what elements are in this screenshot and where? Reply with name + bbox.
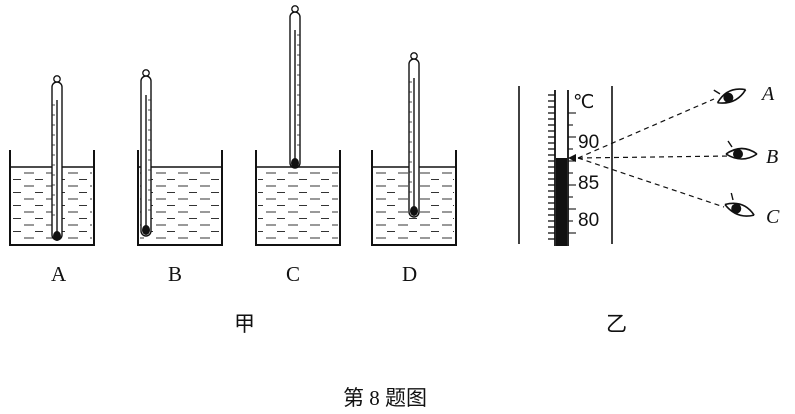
sight-line-c [577,157,725,208]
magnified-thermometer [548,90,576,246]
sight-line-b [577,155,731,159]
thermometer-b [140,69,152,237]
sight-line-a [577,98,715,159]
setup-label-b: B [168,262,182,286]
beaker-wall-b [137,150,223,246]
eye-c-icon [724,192,755,217]
liquid-level-marker [568,154,576,162]
setup-label-a: A [51,262,67,286]
beaker-b [137,150,223,246]
beaker-wall-c [255,150,341,246]
bulb-c [291,158,299,168]
sight-lines [577,98,731,208]
setup-label-c: C [286,262,300,286]
eye-label-a: A [760,83,775,105]
eye-b-icon [725,140,758,160]
beaker-c [255,150,341,246]
panel-label-yi: 乙 [606,312,627,336]
water-c [258,168,338,243]
eye-label-b: B [766,146,778,168]
bulb-b [142,225,150,235]
liquid-column [556,158,567,246]
scale-label-85: 85 [578,173,599,194]
thermometer-c [289,5,301,169]
unit-label: ℃ [573,92,594,113]
panel-yi: ℃ 90 85 80 A B C [518,83,780,336]
thermometer-d [408,52,420,218]
setup-label-d: D [402,262,417,286]
panel-jia: A B C D 甲 [9,5,457,336]
figure-caption: 第 8 题图 [343,386,427,410]
bulb-d [410,206,418,216]
water-b [140,168,220,243]
scale-label-80: 80 [578,210,599,231]
scale-label-90: 90 [578,132,599,153]
eye-a-icon [713,88,747,104]
thermometer-a [51,75,63,241]
panel-label-jia: 甲 [234,312,255,336]
bulb-a [53,231,61,241]
eye-label-c: C [766,206,780,228]
beaker-wall-a [9,150,95,246]
beaker-wall-d [371,150,457,246]
